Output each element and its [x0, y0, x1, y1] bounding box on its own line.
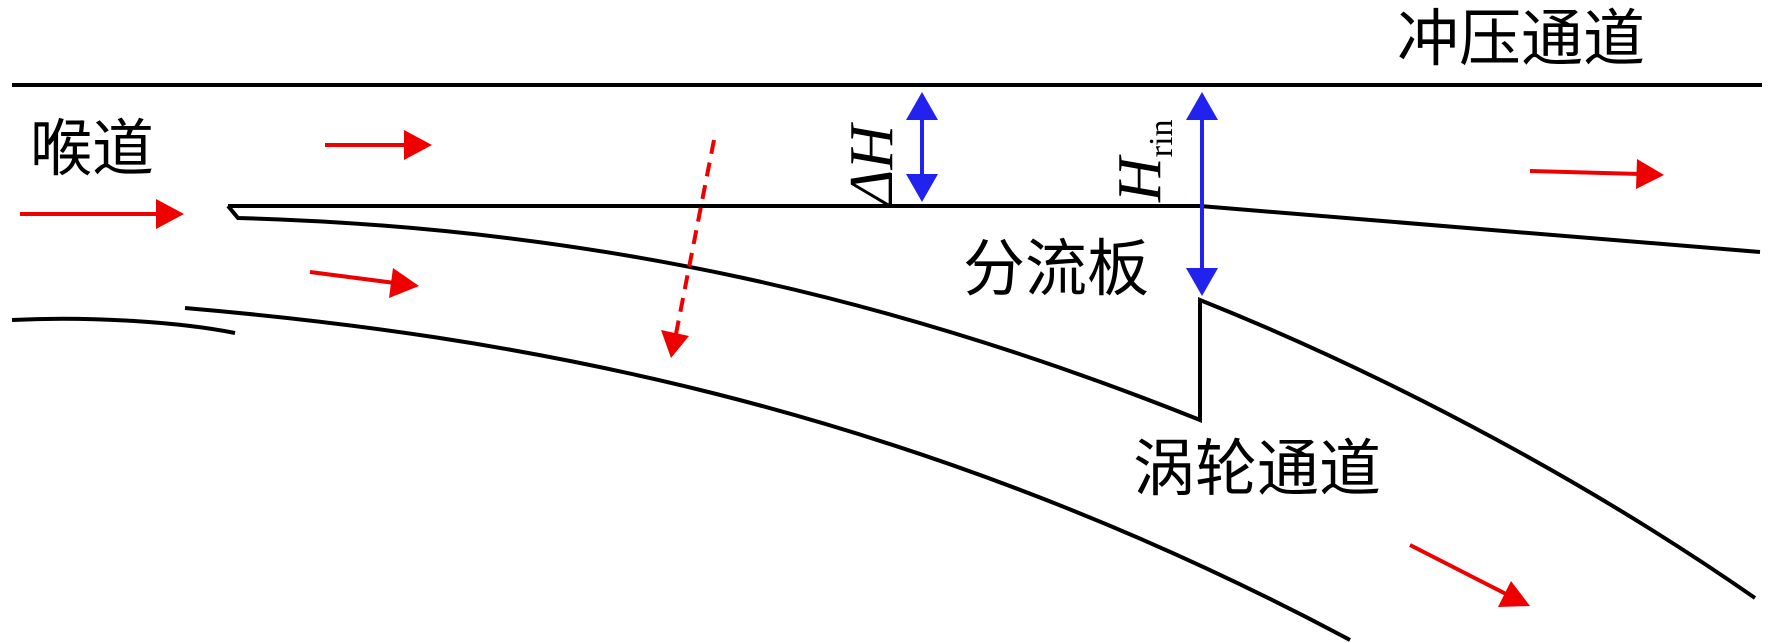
h-rin-label: Hrin	[1106, 119, 1180, 203]
svg-text:Hrin: Hrin	[1106, 119, 1180, 203]
delta-h-dimension-arrow	[906, 92, 938, 202]
turbine-channel-lower-wall	[184, 306, 1351, 642]
flow-arrow-throat-inlet	[20, 199, 184, 229]
throat-lower-wall-stub	[11, 316, 236, 335]
flow-arrow-spillage-dashed	[661, 139, 716, 358]
h-rin-symbol: H	[1106, 154, 1174, 203]
flow-arrow-ram-exit	[1529, 159, 1664, 189]
splitter-label: 分流板	[963, 232, 1149, 305]
flow-arrow-turbine-upper	[309, 268, 419, 298]
throat-label: 喉道	[30, 112, 154, 185]
flow-arrow-turbine-exit	[1409, 543, 1530, 607]
h-rin-dimension-arrow	[1186, 92, 1218, 296]
turbine-channel-label: 涡轮通道	[1133, 432, 1381, 505]
splitter-plate-lower-surface	[226, 204, 1757, 600]
flow-arrow-ram-upper	[325, 130, 432, 160]
delta-h-label: ΔH	[838, 122, 906, 209]
ram-channel-label: 冲压通道	[1397, 2, 1645, 75]
delta-h-symbol: ΔH	[838, 122, 906, 209]
h-rin-subscript: rin	[1143, 119, 1180, 157]
